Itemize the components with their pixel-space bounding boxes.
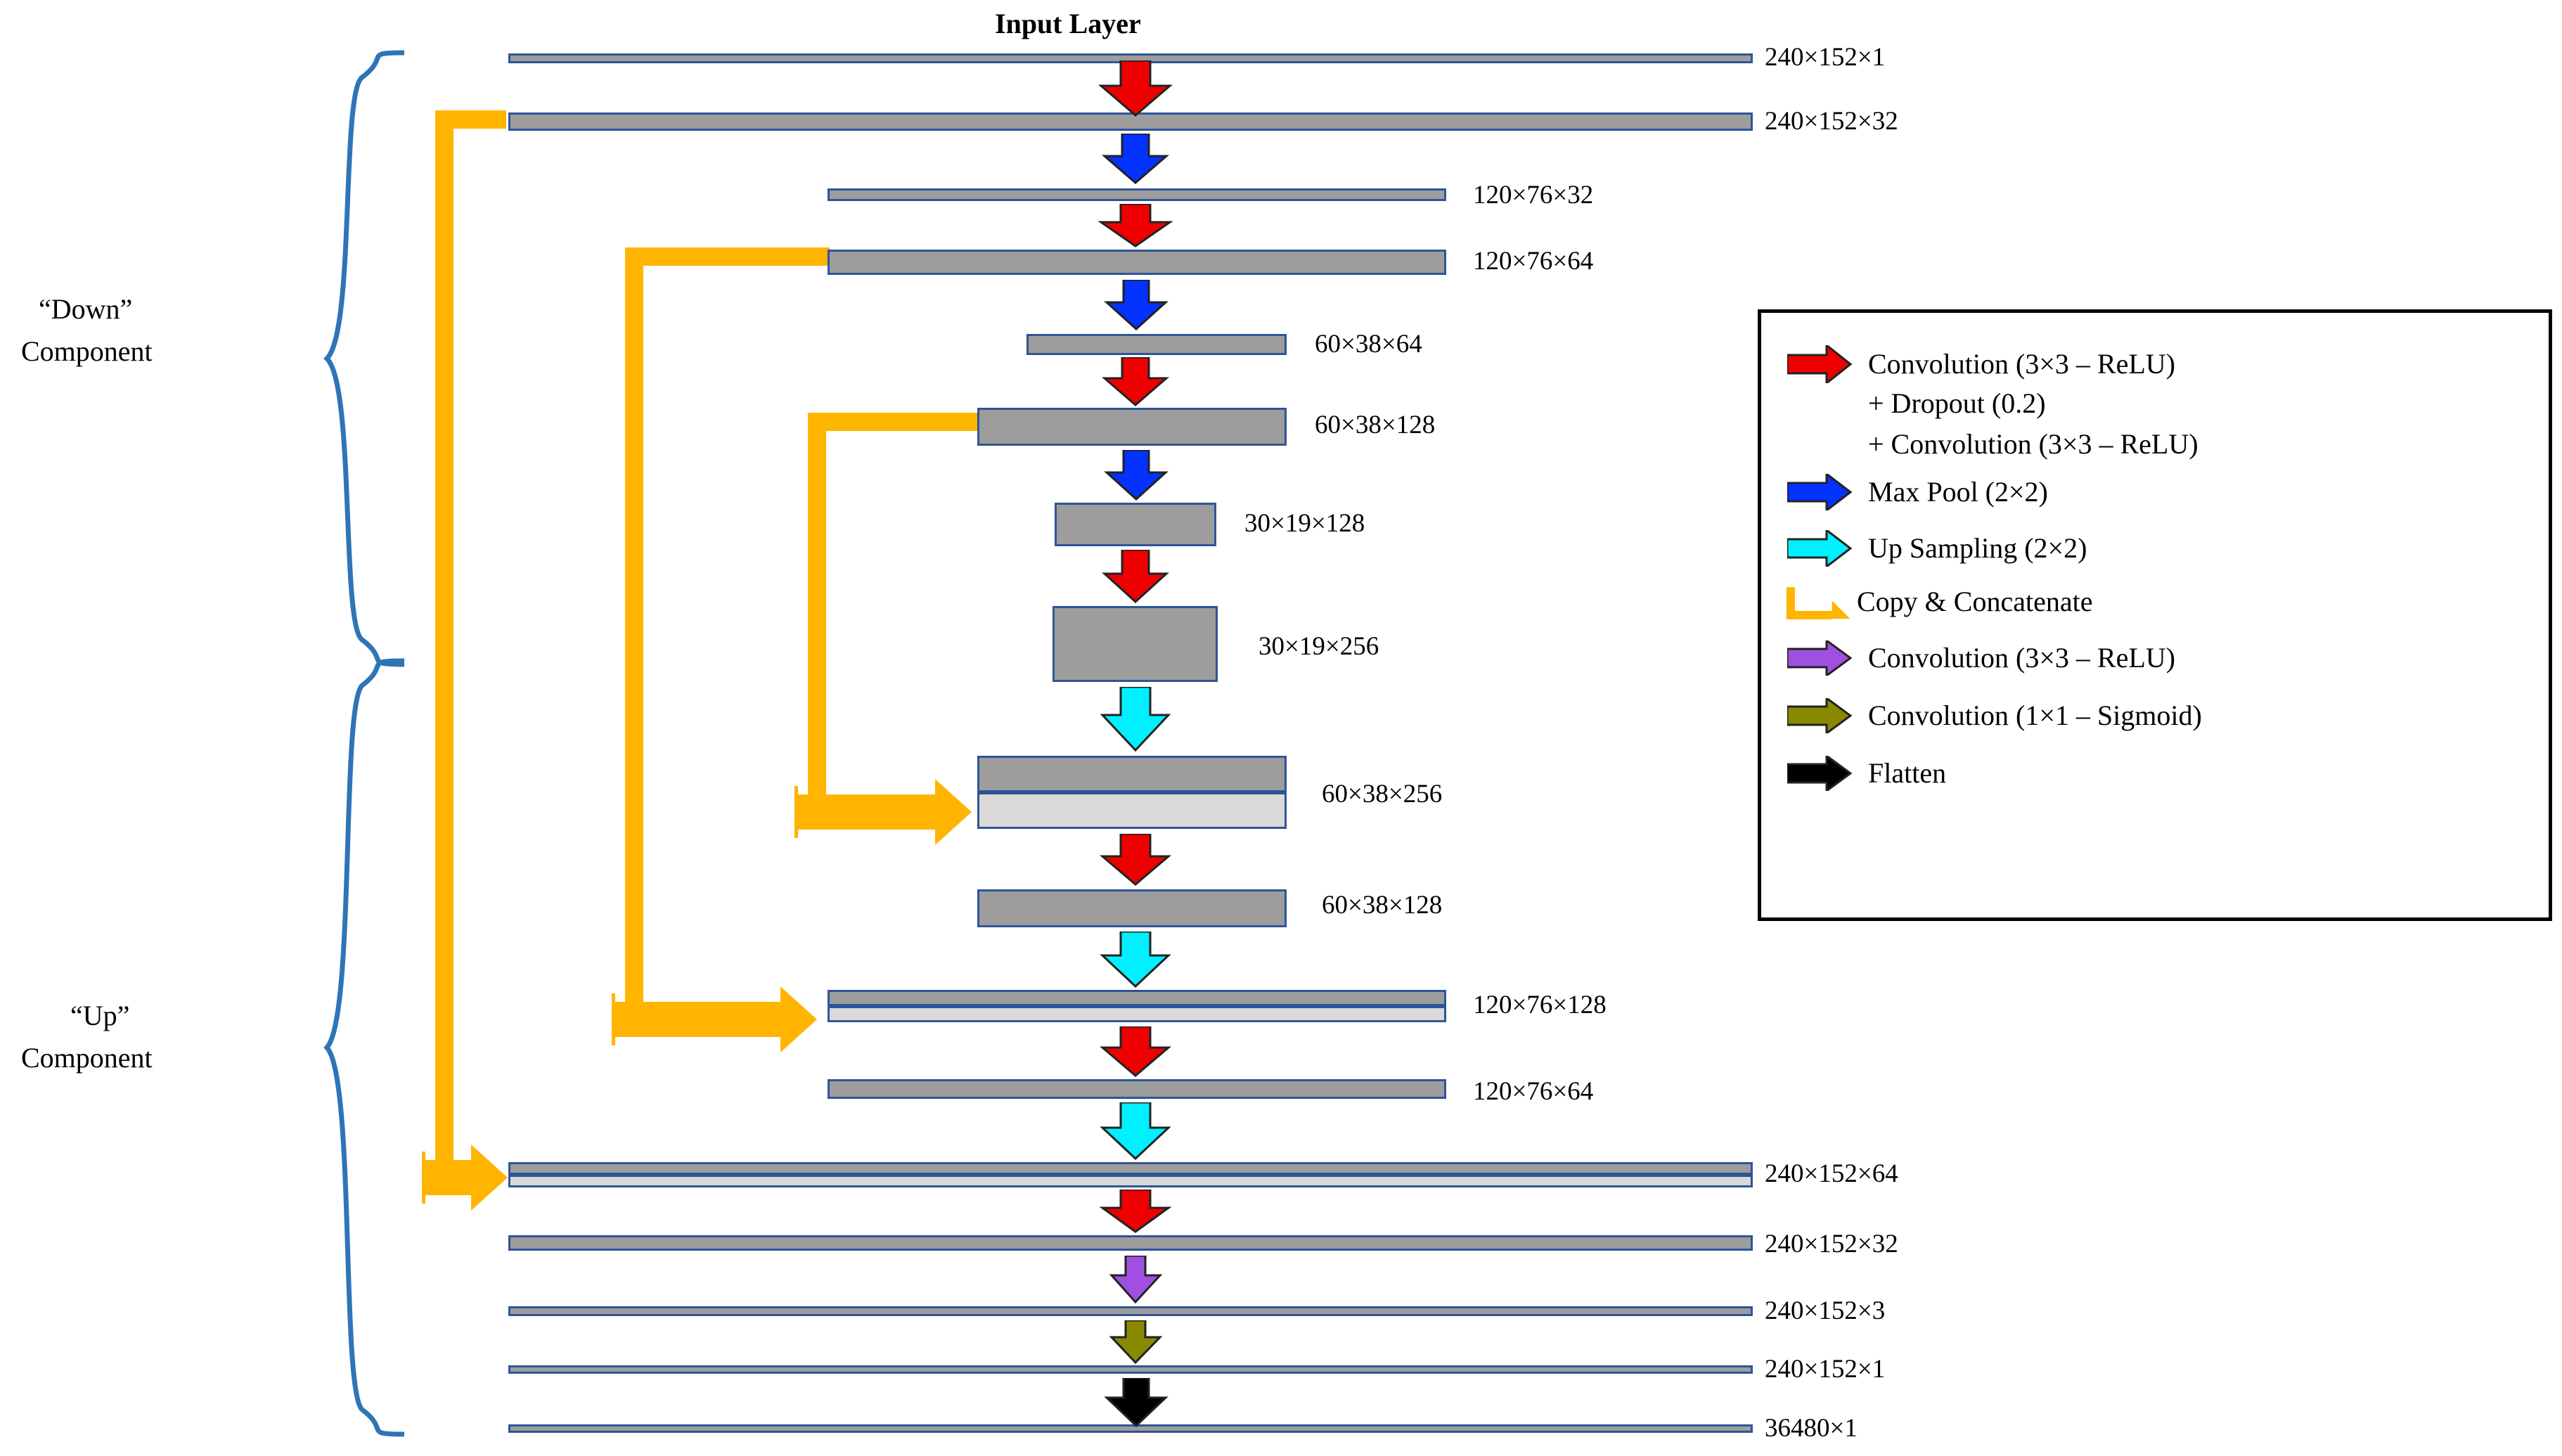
layer-bar-l3 [828,188,1446,201]
conv-arrow-2 [1097,204,1174,247]
maxpool-arrow-3 [1104,450,1169,501]
layer-label-l4: 120×76×64 [1473,247,1594,276]
conv-arrow-4 [1100,550,1171,603]
layer-bar-l14 [508,1235,1753,1251]
legend-label-6: Flatten [1868,757,1947,789]
legend-label-2: Up Sampling (2×2) [1868,532,2087,564]
legend-item-4: Convolution (3×3 – ReLU) [1786,638,2175,678]
skip-connection-1 [415,102,527,1206]
olive-arrow-icon [1786,696,1853,735]
layer-bar-l15 [508,1306,1753,1316]
legend-item-5: Convolution (1×1 – Sigmoid) [1786,696,2202,735]
layer-label-l6: 60×38×128 [1315,411,1436,439]
legend-conv-sub1: + Dropout (0.2) [1868,387,2046,419]
layer-label-l7: 30×19×128 [1244,509,1365,538]
layer-label-l14: 240×152×32 [1765,1230,1898,1258]
legend-item-2: Up Sampling (2×2) [1786,529,2087,568]
legend-item-0: Convolution (3×3 – ReLU) [1786,344,2175,384]
layer-bar-l8 [1053,606,1218,682]
legend-item-6: Flatten [1786,754,1946,793]
layer-bar-l10 [977,889,1287,927]
layer-label-l3: 120×76×32 [1473,181,1594,210]
layer-label-l8: 30×19×256 [1259,632,1379,661]
skip-arrow-1 [422,1139,513,1216]
skip-connection-3 [787,404,1026,826]
up-component-label-line2: Component [21,1042,153,1074]
red-arrow-icon [1786,344,1853,384]
layer-label-l1: 240×152×1 [1765,43,1886,72]
conv-arrow-1 [1097,60,1174,117]
legend-conv-sub2: + Convolution (3×3 – ReLU) [1868,428,2199,460]
layer-label-l16: 240×152×1 [1765,1355,1886,1384]
brace-up [320,657,411,1438]
layer-label-l5: 60×38×64 [1315,330,1422,359]
flatten-arrow [1104,1378,1169,1427]
layer-bar-l4 [828,250,1446,275]
conv-arrow-6 [1098,1026,1173,1077]
legend-label-4: Convolution (3×3 – ReLU) [1868,642,2175,674]
conv-relu-arrow [1109,1256,1163,1303]
blue-arrow-icon [1786,472,1853,512]
up-component-label-line1: “Up” [70,1000,130,1031]
skip-arrow-2 [612,981,823,1058]
layer-bar-l2 [508,112,1753,131]
conv-arrow-3 [1100,357,1171,406]
layer-label-l12: 120×76×64 [1473,1077,1594,1106]
brace-down [320,49,411,668]
legend-label-3: Copy & Concatenate [1857,586,2093,617]
layer-bar-l9-bottom [977,792,1287,829]
upsample-arrow-3 [1098,1102,1173,1160]
down-component-label-line1: “Down” [39,293,133,325]
page-title: Input Layer [995,8,1141,39]
layer-label-l11: 120×76×128 [1473,991,1607,1019]
layer-label-l2: 240×152×32 [1765,107,1898,136]
layer-bar-l6 [977,408,1287,446]
maxpool-arrow-1 [1100,134,1171,184]
layer-label-l13: 240×152×64 [1765,1159,1898,1188]
legend-label-0: Convolution (3×3 – ReLU) [1868,348,2175,380]
layer-label-l10: 60×38×128 [1322,891,1443,920]
layer-bar-l7 [1055,503,1216,546]
layer-bar-l11-top [828,990,1446,1006]
layer-bar-l16 [508,1365,1753,1374]
upsample-arrow-1 [1098,687,1173,752]
down-component-label-line2: Component [21,335,153,367]
black-arrow-icon [1786,754,1853,793]
legend-item-1: Max Pool (2×2) [1786,472,2048,512]
layer-bar-l11-bottom [828,1006,1446,1022]
skip-arrow-3 [794,773,977,851]
conv-sigmoid-arrow [1109,1320,1163,1364]
layer-bar-l9-top [977,756,1287,792]
legend-box [1758,309,2552,921]
layer-bar-l12 [828,1079,1446,1099]
legend-label-5: Convolution (1×1 – Sigmoid) [1868,700,2202,731]
cyan-arrow-icon [1786,529,1853,568]
skip-connection-2 [605,239,844,1033]
purple-arrow-icon [1786,638,1853,678]
layer-label-l15: 240×152×3 [1765,1296,1886,1325]
layer-bar-l13-top [508,1162,1753,1175]
layer-label-l17: 36480×1 [1765,1414,1858,1443]
layer-bar-l17 [508,1424,1753,1433]
conv-arrow-7 [1098,1190,1173,1233]
orange-copy-icon [1786,582,1853,621]
conv-arrow-5 [1098,834,1173,886]
legend-item-3: Copy & Concatenate [1786,582,2092,621]
layer-label-l9: 60×38×256 [1322,780,1443,808]
layer-bar-l13-bottom [508,1175,1753,1187]
maxpool-arrow-2 [1104,280,1169,330]
layer-bar-l5 [1026,334,1287,355]
upsample-arrow-2 [1098,932,1173,988]
legend-label-1: Max Pool (2×2) [1868,476,2048,508]
